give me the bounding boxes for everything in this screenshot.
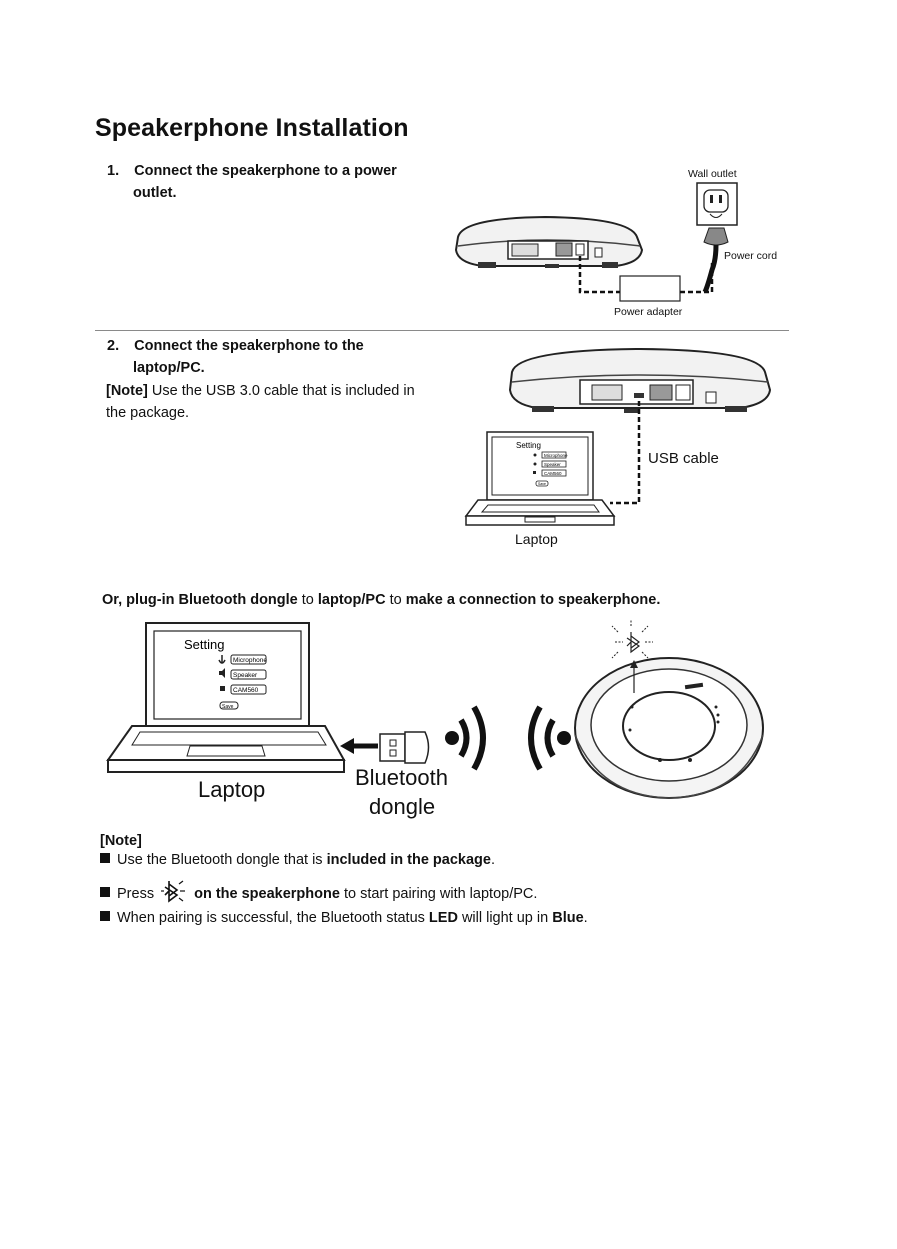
bluetooth-icon xyxy=(161,880,186,903)
note-3-p2: LED xyxy=(428,910,458,926)
power-cord-label: Power cord xyxy=(724,250,778,262)
step-1-number: 1. xyxy=(107,163,120,179)
large-mic-option: Microphone xyxy=(233,657,267,664)
bt-p6: make a connection to speakerphone. xyxy=(405,592,661,608)
note-3-p4: Blue xyxy=(552,910,584,926)
arrow-left-icon xyxy=(340,738,378,754)
bluetooth-dongle-illustration xyxy=(379,731,430,764)
step-1-line2: outlet. xyxy=(133,185,177,201)
bottom-note-tag: [Note] xyxy=(100,833,142,849)
speakerphone-top-illustration xyxy=(574,657,764,799)
bt-p4: laptop/PC xyxy=(317,592,386,608)
step-2-line1: Connect the speakerphone to the xyxy=(134,338,364,354)
note-2-p1: Press xyxy=(117,886,159,902)
step-1-line1: Connect the speakerphone to a power xyxy=(134,163,397,179)
step-2-note: [Note] Use the USB 3.0 cable that is inc… xyxy=(106,380,415,424)
note-3-p5: . xyxy=(583,910,588,926)
bullet-square-icon xyxy=(100,853,110,863)
dongle-label-line1: Bluetooth xyxy=(355,765,448,790)
bluetooth-icon xyxy=(611,620,653,659)
note-3-p3: will light up in xyxy=(457,910,553,926)
large-speaker-option: Speaker xyxy=(233,672,258,679)
wall-outlet-label: Wall outlet xyxy=(688,168,737,180)
note-bullet-1: Use the Bluetooth dongle that is include… xyxy=(100,852,495,868)
speakerphone-side-2 xyxy=(508,347,772,413)
laptop-large-illustration: Setting Microphone Speaker CAM560 Save xyxy=(106,622,346,773)
wireless-waves-icon xyxy=(445,705,571,771)
usb-cable-line xyxy=(610,401,641,505)
small-mic-option: Microphone xyxy=(544,453,568,458)
step-2-number: 2. xyxy=(107,338,120,354)
note-3-p1: When pairing is successful, the Bluetoot… xyxy=(117,910,429,926)
speakerphone-side-1 xyxy=(454,215,644,268)
large-screen-title: Setting xyxy=(184,637,224,652)
note-2-p3: to start pairing with laptop/PC. xyxy=(339,886,538,902)
dongle-label-line2: dongle xyxy=(369,794,436,819)
step-2-line2: laptop/PC. xyxy=(133,360,205,376)
section-divider xyxy=(95,330,789,331)
step-2-note-text2: the package. xyxy=(106,405,190,421)
bottom-note-list: Use the Bluetooth dongle that is include… xyxy=(100,852,800,942)
small-save: Save xyxy=(538,482,546,486)
wall-outlet-illustration xyxy=(696,182,738,293)
power-adapter-label: Power adapter xyxy=(614,306,683,318)
step-1: 1. Connect the speakerphone to a power o… xyxy=(107,160,397,204)
bt-p5: to xyxy=(385,592,406,608)
small-cam-option: CAM560 xyxy=(544,471,562,476)
note-bullet-2: Press on the speakerphone to start pairi… xyxy=(100,880,537,904)
large-save: Save xyxy=(222,704,234,710)
small-screen-title: Setting xyxy=(516,441,541,450)
note-bullet-3: When pairing is successful, the Bluetoot… xyxy=(100,910,588,926)
bullet-square-icon xyxy=(100,911,110,921)
bluetooth-instruction: Or, plug-in Bluetooth dongle to laptop/P… xyxy=(102,592,660,608)
bt-p2: Bluetooth dongle xyxy=(178,592,298,608)
page-title: Speakerphone Installation xyxy=(95,114,409,142)
small-speaker-option: Speaker xyxy=(544,462,561,467)
usb-cable-label: USB cable xyxy=(648,450,719,467)
power-adapter-illustration xyxy=(578,256,714,302)
step-2-note-text1: Use the USB 3.0 cable that is included i… xyxy=(147,383,415,399)
laptop-label-large: Laptop xyxy=(198,777,266,802)
bullet-square-icon xyxy=(100,887,110,897)
large-cam-option: CAM560 xyxy=(233,687,259,694)
note-2-p2: on the speakerphone xyxy=(194,886,340,902)
note-1-p1: Use the Bluetooth dongle that is xyxy=(117,852,327,868)
note-1-p2: included in the package xyxy=(326,852,491,868)
step-2-note-tag: [Note] xyxy=(106,383,148,399)
bt-p1: Or, plug-in xyxy=(102,592,179,608)
bt-p3: to xyxy=(297,592,318,608)
laptop-small-illustration: Setting Microphone Speaker CAM560 Save xyxy=(464,431,616,526)
laptop-label-small: Laptop xyxy=(515,531,558,547)
step-2: 2. Connect the speakerphone to the lapto… xyxy=(107,335,364,379)
